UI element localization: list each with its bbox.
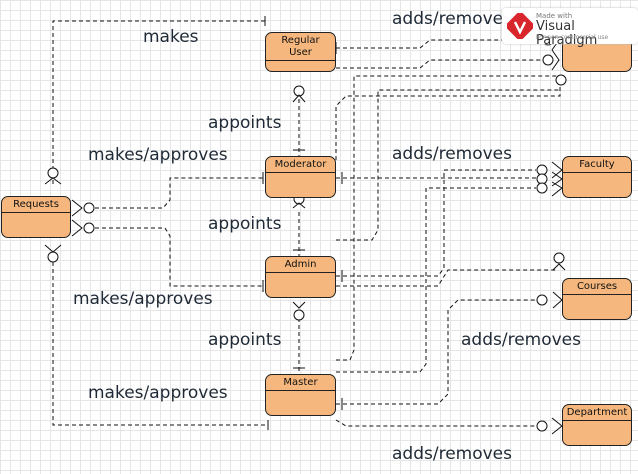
- entity-courses-label: Courses: [576, 281, 618, 292]
- visual-paradigm-badge: Made with Visual Paradigm For non-commer…: [502, 8, 638, 48]
- label-appoints-1: appoints: [208, 113, 282, 133]
- entity-faculty[interactable]: Faculty: [562, 156, 632, 198]
- entity-faculty-label: Faculty: [579, 159, 615, 170]
- entity-moderator-label: Moderator: [274, 159, 327, 170]
- label-makes-approves-3: makes/approves: [88, 383, 228, 403]
- link-requests-admin: [95, 227, 263, 287]
- entity-requests[interactable]: Requests: [1, 196, 71, 238]
- label-appoints-3: appoints: [208, 330, 282, 350]
- link-requests-regular-user: [52, 20, 265, 184]
- link-admin-courses: [336, 269, 556, 287]
- label-makes: makes: [143, 27, 199, 47]
- entity-master-label: Master: [283, 377, 318, 388]
- entity-courses[interactable]: Courses: [562, 278, 632, 320]
- entity-admin-label: Admin: [284, 259, 317, 270]
- link-user-topright-1: [336, 39, 552, 49]
- label-makes-approves-2: makes/approves: [73, 289, 213, 309]
- vp-usage: For non-commercial use: [536, 34, 609, 41]
- entity-master[interactable]: Master: [265, 374, 336, 416]
- link-master-faculty: [336, 187, 536, 373]
- entity-regular-user-label: Regular User: [281, 35, 320, 58]
- link-requests-moderator: [95, 177, 263, 209]
- link-master-department: [335, 419, 536, 427]
- entity-moderator[interactable]: Moderator: [265, 156, 336, 198]
- label-adds-removes-2: adds/removes: [392, 144, 512, 164]
- link-user-topright-2: [336, 59, 552, 69]
- label-adds-removes-4: adds/removes: [392, 444, 512, 464]
- label-adds-removes-3: adds/removes: [461, 330, 581, 350]
- link-master-topright: [336, 75, 560, 361]
- entity-requests-label: Requests: [13, 199, 59, 210]
- link-admin-topright: [336, 89, 560, 241]
- entity-regular-user[interactable]: Regular User: [265, 32, 336, 72]
- label-appoints-2: appoints: [208, 214, 282, 234]
- entity-department-label: Department: [566, 407, 628, 418]
- vp-brand: Visual Paradigm: [536, 19, 598, 48]
- vp-made-with: Made with: [536, 12, 573, 20]
- label-adds-removes-1: adds/removes: [392, 9, 512, 29]
- entity-department[interactable]: Department: [562, 404, 632, 446]
- link-moderator-topright: [335, 82, 561, 160]
- visual-paradigm-logo-icon: [507, 13, 533, 39]
- label-makes-approves-1: makes/approves: [88, 145, 228, 165]
- entity-admin[interactable]: Admin: [265, 256, 336, 298]
- link-master-courses: [336, 299, 536, 405]
- link-requests-master: [52, 262, 265, 426]
- link-admin-faculty: [336, 169, 536, 277]
